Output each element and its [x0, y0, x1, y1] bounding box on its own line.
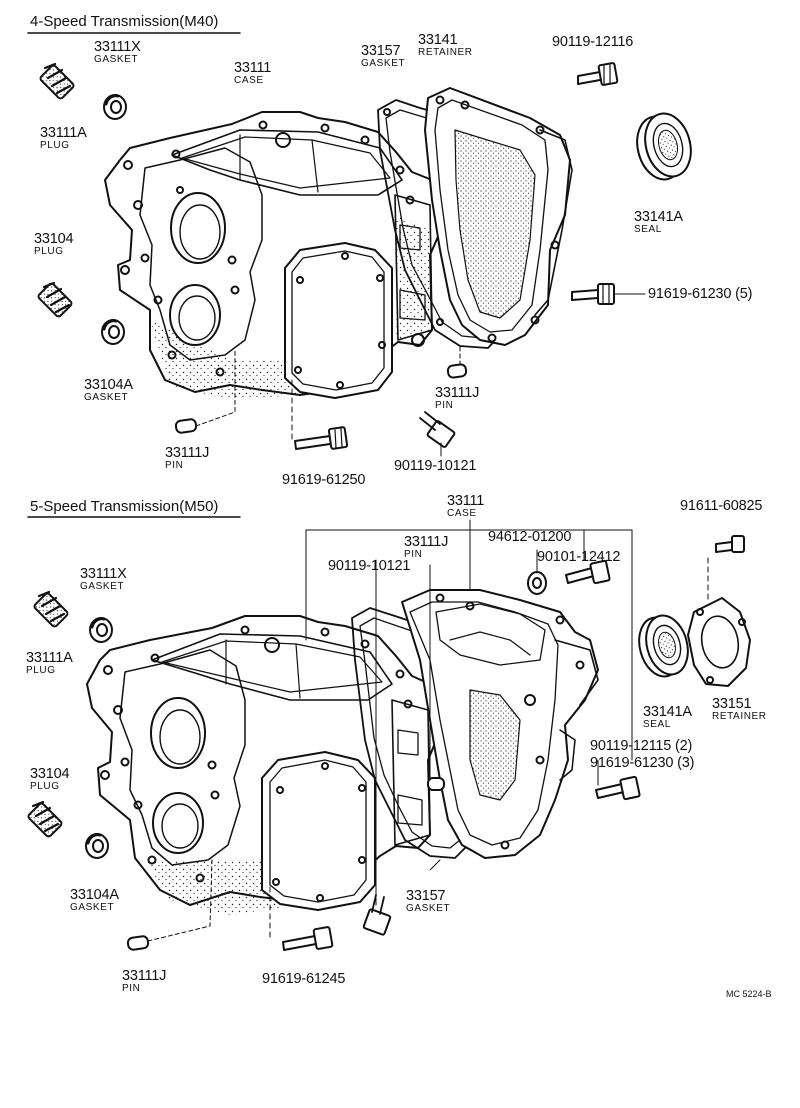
m40-33111x-name: GASKET — [94, 54, 139, 65]
m50-90119-10121-number: 90119-10121 — [328, 558, 411, 574]
m50-section-title: 5-Speed Transmission(M50) — [30, 498, 219, 515]
m50-33111-number: 33111 — [447, 493, 485, 509]
m40-plug-33104 — [37, 281, 73, 318]
m40-bolt-90119-12116 — [577, 62, 619, 86]
m50-washer-94612-01200 — [527, 571, 547, 595]
m50-33157-number: 33157 — [406, 888, 446, 904]
m40-plug-33111a — [39, 62, 75, 100]
m40-33111j-right-name: PIN — [435, 400, 454, 411]
m50-gasket-33104a — [85, 833, 109, 859]
m40-33104-number: 33104 — [34, 231, 74, 247]
m40-33111j-right-number: 33111J — [435, 385, 480, 401]
m50-bolt-90101-12412 — [565, 559, 611, 585]
m40-33104a-name: GASKET — [84, 392, 129, 403]
m50-33104-number: 33104 — [30, 766, 70, 782]
m50-pin-33111j-top — [427, 777, 445, 791]
m40-33141a-number: 33141A — [634, 209, 683, 225]
m50-33157-name: GASKET — [406, 903, 451, 914]
m40-retainer-33141 — [424, 87, 573, 346]
m40-transmission-case — [104, 111, 441, 400]
m50-33141a-number: 33141A — [643, 704, 692, 720]
m50-91619-61230-number: 91619-61230 (3) — [590, 755, 695, 771]
m50-33111x-number: 33111X — [80, 566, 127, 582]
m40-gasket-33111x — [103, 94, 127, 120]
m50-33111j-top-name: PIN — [404, 549, 423, 560]
m50-90101-12412-number: 90101-12412 — [537, 549, 621, 565]
m50-bolt-91619-61245 — [269, 859, 334, 951]
m40-91619-61230-number: 91619-61230 (5) — [648, 286, 753, 302]
m50-33141a-name: SEAL — [643, 719, 671, 730]
m50-retainer-33151 — [687, 597, 751, 687]
m50-33104a-name: GASKET — [70, 902, 115, 913]
m40-33157-number: 33157 — [361, 43, 401, 59]
m40-91619-61250-number: 91619-61250 — [282, 472, 366, 488]
m50-33151-number: 33151 — [712, 696, 752, 712]
m40-pin-33111j-right — [446, 344, 468, 379]
m40-bolt-91619-61250 — [291, 379, 349, 450]
m50-33111j-top-number: 33111J — [404, 534, 449, 550]
m50-bolt-91611-60825 — [707, 535, 745, 601]
m40-33141-name: RETAINER — [418, 47, 473, 58]
m50-extension-housing — [401, 589, 599, 859]
m40-pin-33111j-left — [174, 349, 236, 434]
m40-33111-name: CASE — [234, 75, 264, 86]
figure-reference: MC 5224-B — [726, 989, 772, 999]
m50-leader-lines — [305, 519, 633, 906]
m50-91611-60825-number: 91611-60825 — [680, 498, 763, 514]
m40-33104-name: PLUG — [34, 246, 64, 257]
m40-33111x-number: 33111X — [94, 39, 141, 55]
m40-90119-12116-number: 90119-12116 — [552, 34, 634, 50]
m50-gasket-33111x — [89, 617, 113, 643]
m40-33111a-name: PLUG — [40, 140, 70, 151]
m40-33141a-name: SEAL — [634, 224, 662, 235]
m50-33111a-name: PLUG — [26, 665, 56, 676]
m50-plug-33111a — [33, 590, 69, 628]
m50-plug-33104 — [27, 800, 63, 838]
m50-90119-12115-number: 90119-12115 (2) — [590, 738, 693, 754]
m50-33151-name: RETAINER — [712, 711, 767, 722]
m40-33111-number: 33111 — [234, 60, 272, 76]
m50-pin-33111j-bottom — [126, 859, 213, 951]
m40-section-title: 4-Speed Transmission(M40) — [30, 13, 219, 30]
m50-33111j-bottom-number: 33111J — [122, 968, 167, 984]
m50-33111-name: CASE — [447, 508, 477, 519]
m40-90119-10121-number: 90119-10121 — [394, 458, 477, 474]
m50-33111j-bottom-name: PIN — [122, 983, 141, 994]
m50-33111x-name: GASKET — [80, 581, 125, 592]
m50-33104a-number: 33104A — [70, 887, 119, 903]
m50-bolt-91619-61230 — [595, 775, 641, 801]
m40-gasket-33104a — [101, 319, 125, 345]
m50-94612-01200-number: 94612-01200 — [488, 529, 572, 545]
m50-seal-33141a — [638, 614, 689, 678]
m40-33111j-left-number: 33111J — [165, 445, 210, 461]
m40-33104a-number: 33104A — [84, 377, 133, 393]
m40-seal-33141a — [636, 112, 692, 181]
m50-33111a-number: 33111A — [26, 650, 73, 666]
m50-33104-name: PLUG — [30, 781, 60, 792]
m50-bolt-90119-10121 — [362, 894, 392, 936]
m40-33157-name: GASKET — [361, 58, 406, 69]
m40-33141-number: 33141 — [418, 32, 458, 48]
m40-33111a-number: 33111A — [40, 125, 87, 141]
m50-91619-61245-number: 91619-61245 — [262, 971, 346, 987]
m40-33111j-left-name: PIN — [165, 460, 184, 471]
m50-transmission-case — [86, 615, 439, 915]
m40-bolt-90119-10121 — [419, 411, 456, 457]
m40-bolt-91619-61230 — [571, 283, 646, 305]
